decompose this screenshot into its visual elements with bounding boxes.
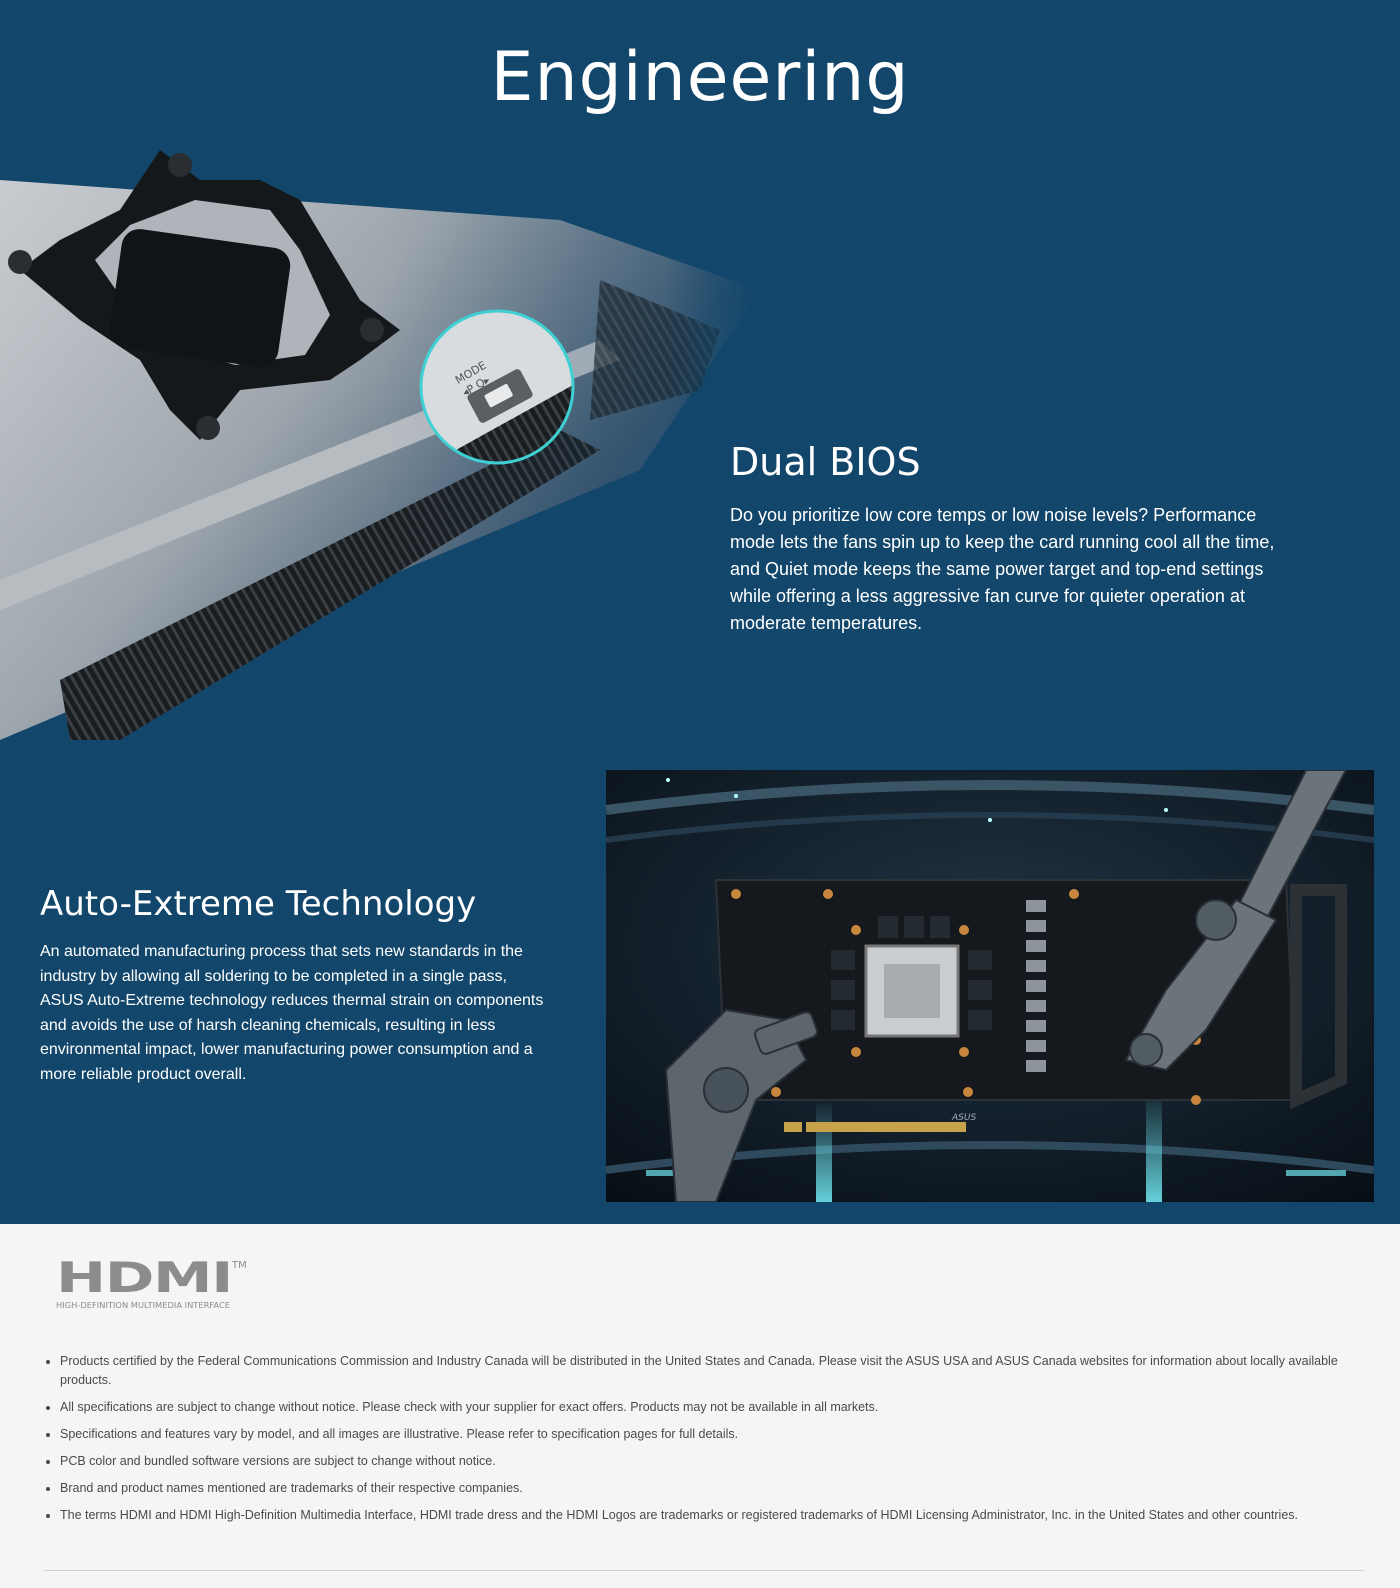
list-item: The terms HDMI and HDMI High-Definition …	[60, 1506, 1380, 1525]
list-item: Products certified by the Federal Commun…	[60, 1352, 1380, 1390]
list-item: All specifications are subject to change…	[60, 1398, 1380, 1417]
hdmi-logo-word: HDMI	[56, 1256, 232, 1302]
legal-footer: HDMI TM HIGH-DEFINITION MULTIMEDIA INTER…	[0, 1224, 1400, 1588]
hdmi-logo: HDMI TM HIGH-DEFINITION MULTIMEDIA INTER…	[56, 1256, 247, 1310]
list-item: Specifications and features vary by mode…	[60, 1425, 1380, 1444]
dual-bios-title: Dual BIOS	[730, 440, 921, 484]
dual-bios-description: Do you prioritize low core temps or low …	[730, 505, 1275, 633]
list-item: PCB color and bundled software versions …	[60, 1452, 1380, 1471]
auto-extreme-manufacturing-image: ASUS	[606, 770, 1374, 1202]
auto-extreme-block: Auto-Extreme Technology An automated man…	[40, 884, 550, 1087]
auto-extreme-description: An automated manufacturing process that …	[40, 943, 544, 1083]
dual-bios-block: Dual BIOS Do you prioritize low core tem…	[730, 440, 1290, 637]
engineering-section: Engineering	[0, 0, 1400, 1224]
section-heading: Engineering	[490, 38, 910, 117]
board-brand-label: ASUS	[951, 1113, 976, 1123]
hdmi-logo-tm: TM	[231, 1260, 247, 1271]
gpu-bios-switch-image: MODE ◂P Q▸	[0, 140, 760, 744]
auto-extreme-title: Auto-Extreme Technology	[40, 884, 477, 924]
disclaimer-list: Products certified by the Federal Commun…	[44, 1352, 1380, 1533]
footer-divider	[44, 1570, 1364, 1571]
list-item: Brand and product names mentioned are tr…	[60, 1479, 1380, 1498]
hdmi-logo-tagline: HIGH-DEFINITION MULTIMEDIA INTERFACE	[56, 1301, 230, 1310]
